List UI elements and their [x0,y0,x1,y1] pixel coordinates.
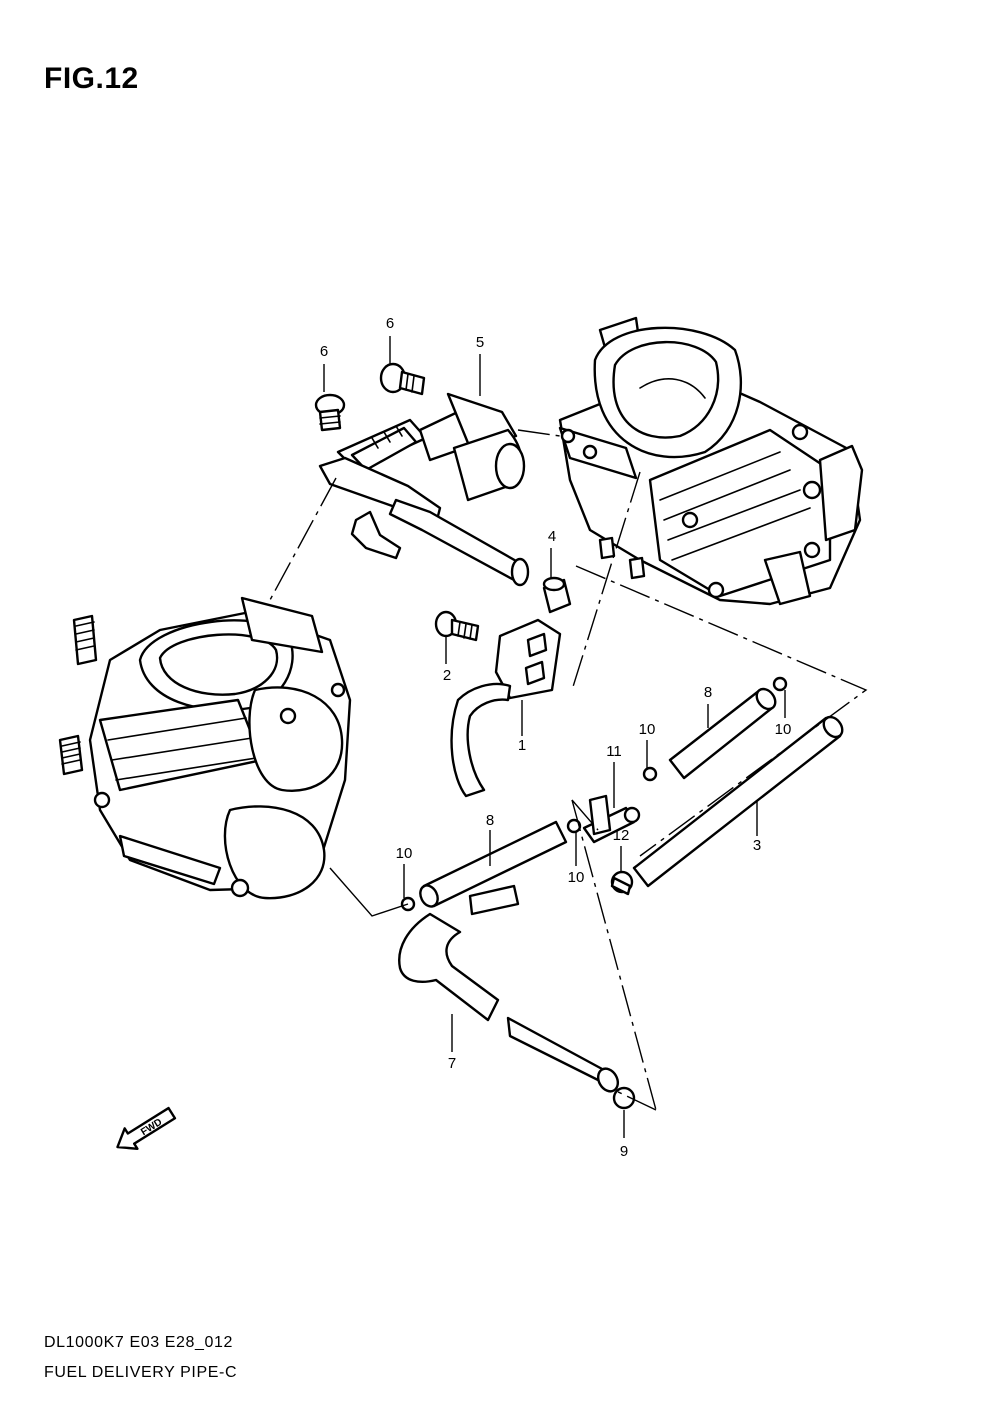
hose-3 [632,715,844,888]
fwd-arrow-icon: FWD [116,1106,177,1150]
screw-6-left [314,393,346,432]
callout-4: 4 [548,528,556,545]
model-code: DL1000K7 E03 E28_012 [44,1334,234,1351]
hose-8-left [419,820,568,908]
fuel-rail-upper [318,392,530,587]
callout-10-upper-left: 10 [639,721,656,738]
figure-title: FIG.12 [44,62,139,95]
figure-footer: DL1000K7 E03 E28_012 FUEL DELIVERY PIPE-… [44,1328,237,1388]
callout-10-upper-right: 10 [775,721,792,738]
callout-10-left: 10 [396,845,413,862]
throttle-body-left [58,596,352,900]
callout-8-right: 8 [704,684,712,701]
callout-11: 11 [606,743,622,760]
sensor-1 [450,618,562,798]
callout-12: 12 [613,827,630,844]
leader-lines [323,336,786,1138]
hose-8-right [668,687,777,780]
callout-6-right: 6 [386,315,394,332]
clamp-12 [610,870,634,896]
callout-2: 2 [443,667,451,684]
callout-1: 1 [518,737,526,754]
cap-4 [542,576,572,614]
joint-11 [582,794,641,844]
assembly-lines [269,429,868,1111]
callout-10-middle: 10 [568,869,585,886]
throttle-body-right [558,316,864,606]
callout-labels: 6 6 5 4 2 1 8 10 10 11 3 8 10 10 12 7 9 [320,315,792,1160]
callout-8-left: 8 [486,812,494,829]
callout-5: 5 [476,334,484,351]
callout-3: 3 [753,837,761,854]
callout-9: 9 [620,1143,628,1160]
callout-7: 7 [448,1055,456,1072]
bolt-2 [434,610,480,642]
screw-6-right [379,362,426,396]
section-name: FUEL DELIVERY PIPE-C [44,1364,238,1381]
callout-6-left: 6 [320,343,328,360]
hose-7 [398,884,620,1093]
